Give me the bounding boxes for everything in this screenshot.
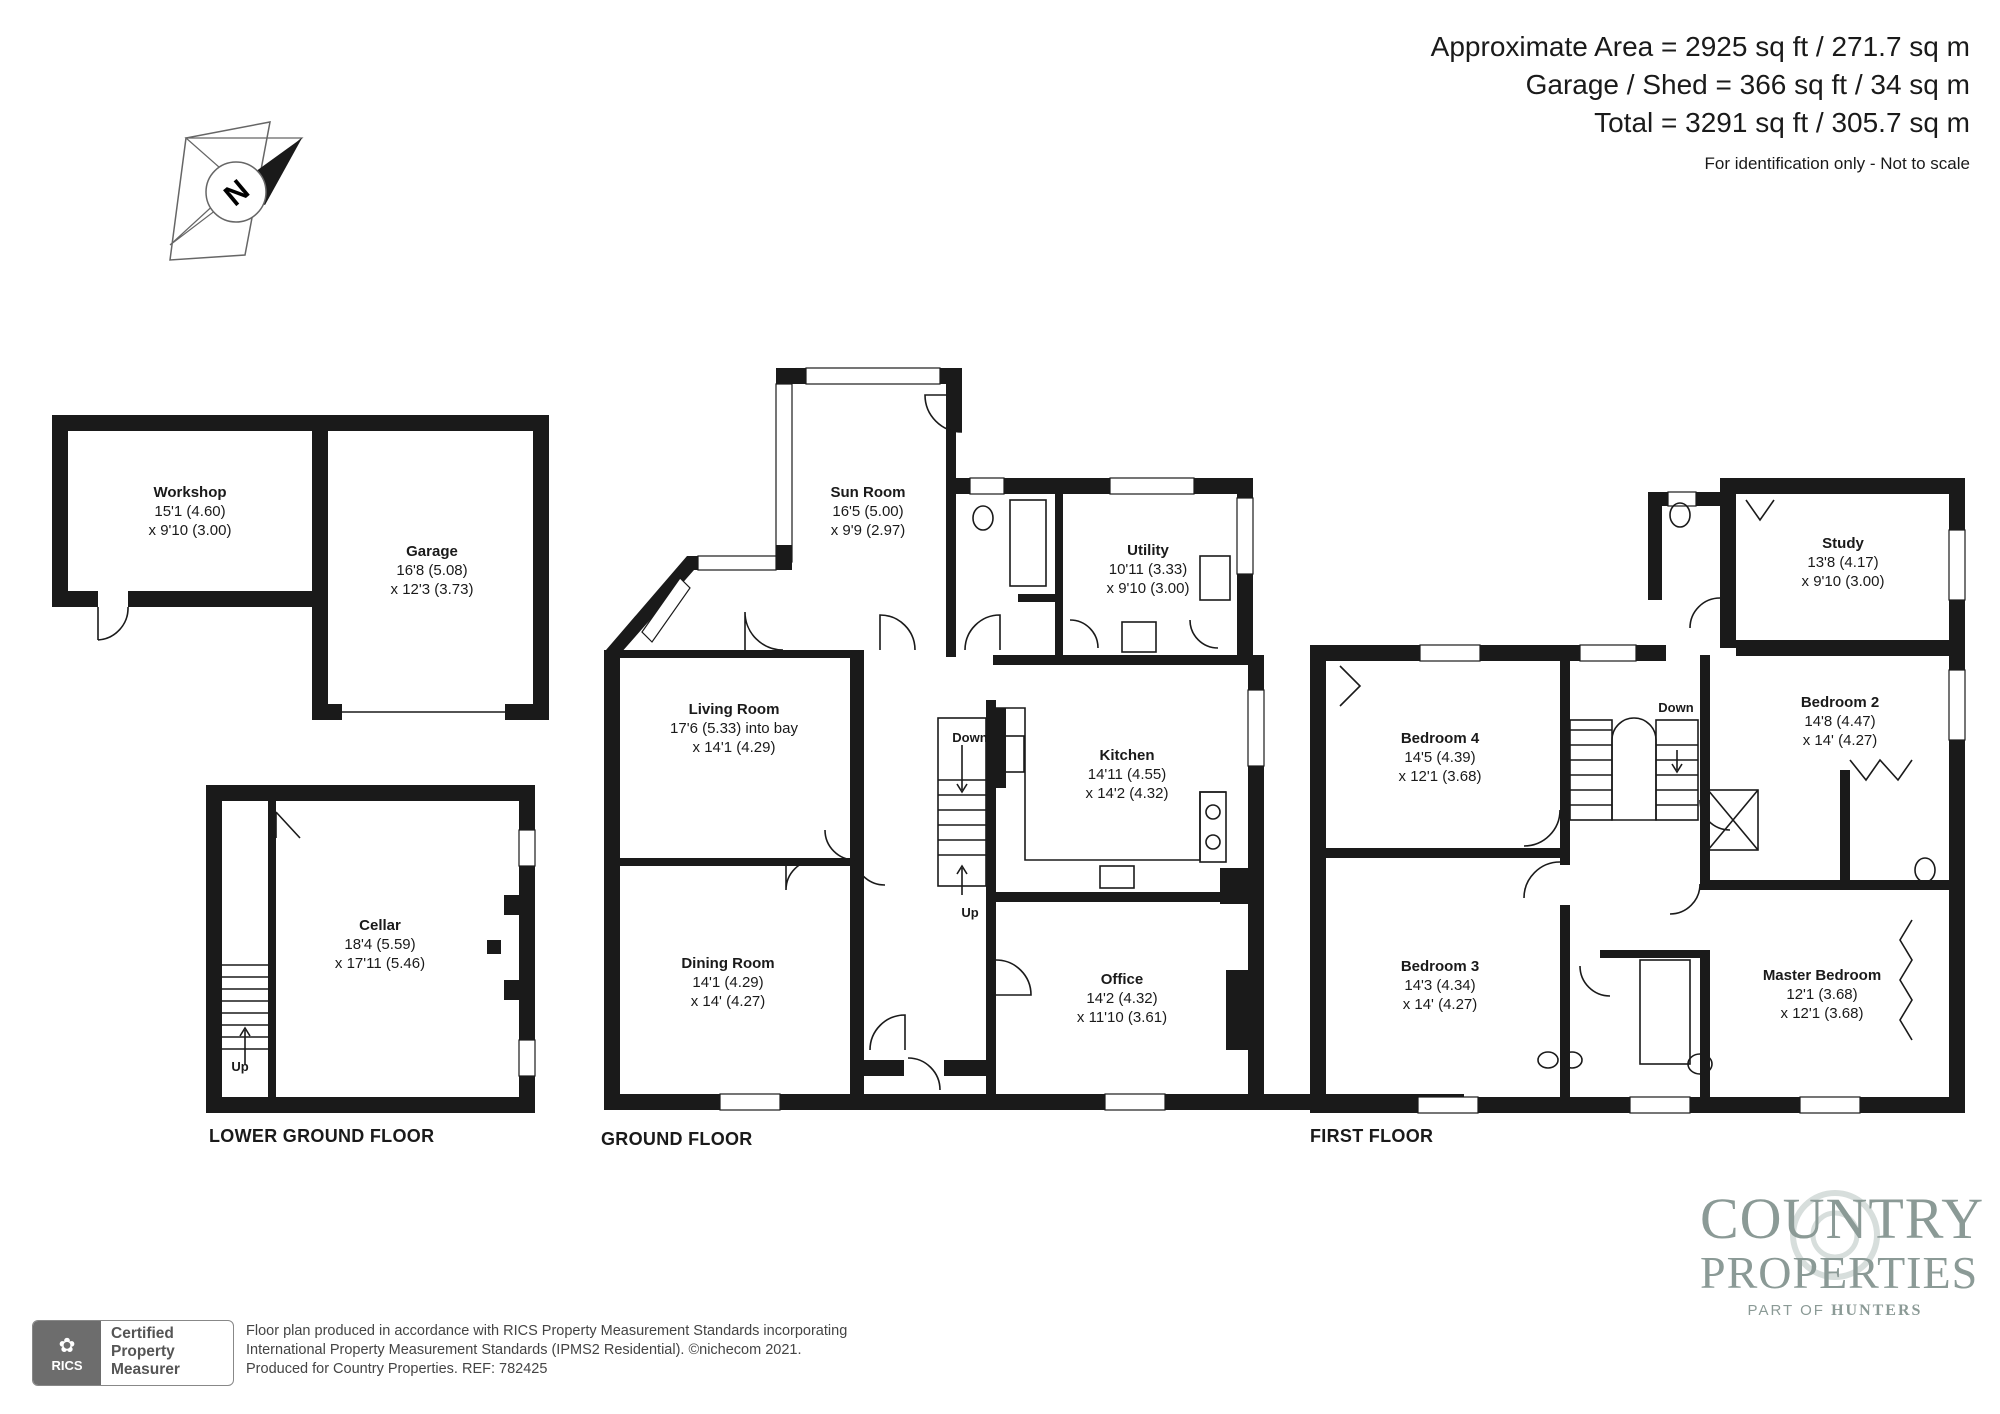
first-stairs-down: Down xyxy=(1658,700,1693,715)
garage-name: Garage xyxy=(406,543,458,560)
badge-line-2: Property xyxy=(111,1343,175,1360)
bedroom-3-dim2: x 14' (4.27) xyxy=(1403,996,1478,1013)
ground-floor-label: GROUND FLOOR xyxy=(601,1129,753,1149)
cellar-name: Cellar xyxy=(359,917,401,934)
master-bedroom-name: Master Bedroom xyxy=(1763,967,1881,984)
kitchen-dim1: 14'11 (4.55) xyxy=(1088,766,1166,783)
rics-badge-text: Certified Property Measurer xyxy=(101,1321,233,1385)
workshop-name: Workshop xyxy=(153,484,226,501)
kitchen-dim2: x 14'2 (4.32) xyxy=(1086,785,1169,802)
rics-logo-mark-icon: ✿ xyxy=(58,1335,76,1357)
dining-room-dim1: 14'1 (4.29) xyxy=(692,974,763,991)
rics-org: RICS xyxy=(51,1358,83,1373)
cellar-stairs-up: Up xyxy=(231,1059,248,1074)
brand-emblem-icon xyxy=(1790,1190,1880,1280)
area-summary: Approximate Area = 2925 sq ft / 271.7 sq… xyxy=(1431,28,1970,174)
rics-badge: ✿ RICS Certified Property Measurer xyxy=(32,1320,234,1386)
brand-line-2: PROPERTIES xyxy=(1700,1247,1979,1298)
lower-ground-floor-label: LOWER GROUND FLOOR xyxy=(209,1126,435,1146)
workshop-dim2: x 9'10 (3.00) xyxy=(149,522,232,539)
master-bedroom-dim2: x 12'1 (3.68) xyxy=(1781,1005,1864,1022)
bedroom-4-dim2: x 12'1 (3.68) xyxy=(1399,768,1482,785)
bedroom-2-dim2: x 14' (4.27) xyxy=(1803,732,1878,749)
utility-dim2: x 9'10 (3.00) xyxy=(1107,580,1190,597)
country-properties-logo: COUNTRY PROPERTIES PART OF HUNTERS xyxy=(1700,1186,1985,1320)
bedroom-4-name: Bedroom 4 xyxy=(1401,730,1480,747)
study-name: Study xyxy=(1822,535,1864,552)
study-dim1: 13'8 (4.17) xyxy=(1807,554,1878,571)
outbuildings: Workshop 15'1 (4.60) x 9'10 (3.00) Garag… xyxy=(52,415,549,720)
footer-line-1: Floor plan produced in accordance with R… xyxy=(246,1323,848,1339)
total-area: Total = 3291 sq ft / 305.7 sq m xyxy=(1594,107,1970,138)
cellar-dim2: x 17'11 (5.46) xyxy=(335,955,425,972)
sun-room-name: Sun Room xyxy=(831,484,906,501)
utility-name: Utility xyxy=(1127,542,1169,559)
ground-floor-plan: Down Up Sun Room 16'5 (5.00) x 9'9 (2.97… xyxy=(604,367,1464,1111)
study-dim2: x 9'10 (3.00) xyxy=(1802,573,1885,590)
sun-room-dim1: 16'5 (5.00) xyxy=(832,503,903,520)
cellar-plan: Up Cellar 18'4 (5.59) x 17'11 (5.46) xyxy=(206,785,536,1113)
scale-note: For identification only - Not to scale xyxy=(1704,154,1970,173)
badge-line-3: Measurer xyxy=(111,1361,180,1378)
workshop-dim1: 15'1 (4.60) xyxy=(154,503,225,520)
brand-parent: HUNTERS xyxy=(1831,1302,1923,1319)
office-dim1: 14'2 (4.32) xyxy=(1086,990,1157,1007)
ground-stairs-up: Up xyxy=(961,905,978,920)
first-floor-plan: Down Study 13'8 (4.17) x 9'10 (3.00) Bed… xyxy=(1310,478,1966,1114)
footer-line-2: International Property Measurement Stand… xyxy=(246,1342,802,1358)
garage-dim2: x 12'3 (3.73) xyxy=(391,581,474,598)
office-dim2: x 11'10 (3.61) xyxy=(1077,1009,1167,1026)
dining-room-name: Dining Room xyxy=(681,955,774,972)
office-name: Office xyxy=(1101,971,1144,988)
bedroom-2-dim1: 14'8 (4.47) xyxy=(1804,713,1875,730)
bedroom-3-name: Bedroom 3 xyxy=(1401,958,1479,975)
cellar-dim1: 18'4 (5.59) xyxy=(344,936,415,953)
footer-line-3: Produced for Country Properties. REF: 78… xyxy=(246,1361,548,1377)
footer-credits: Floor plan produced in accordance with R… xyxy=(246,1322,847,1379)
badge-line-1: Certified xyxy=(111,1325,174,1342)
garage-shed-area: Garage / Shed = 366 sq ft / 34 sq m xyxy=(1525,69,1970,100)
approximate-area: Approximate Area = 2925 sq ft / 271.7 sq… xyxy=(1430,31,1970,62)
sun-room-dim2: x 9'9 (2.97) xyxy=(831,522,906,539)
bedroom-3-dim1: 14'3 (4.34) xyxy=(1404,977,1475,994)
garage-dim1: 16'8 (5.08) xyxy=(396,562,467,579)
dining-room-dim2: x 14' (4.27) xyxy=(691,993,766,1010)
brand-line-1: COUNTRY xyxy=(1700,1186,1985,1251)
living-room-dim1: 17'6 (5.33) into bay xyxy=(670,720,798,737)
utility-dim1: 10'11 (3.33) xyxy=(1109,561,1187,578)
first-floor-label: FIRST FLOOR xyxy=(1310,1126,1434,1146)
brand-part-of-text: PART OF xyxy=(1747,1302,1825,1319)
bedroom-2-name: Bedroom 2 xyxy=(1801,694,1879,711)
rics-logo: ✿ RICS xyxy=(33,1321,101,1385)
ground-stairs-down: Down xyxy=(952,730,987,745)
compass-icon: N xyxy=(169,121,304,261)
living-room-name: Living Room xyxy=(689,701,780,718)
kitchen-name: Kitchen xyxy=(1099,747,1154,764)
bedroom-4-dim1: 14'5 (4.39) xyxy=(1404,749,1475,766)
brand-part-of: PART OF HUNTERS xyxy=(1700,1302,1970,1320)
living-room-dim2: x 14'1 (4.29) xyxy=(693,739,776,756)
master-bedroom-dim1: 12'1 (3.68) xyxy=(1786,986,1857,1003)
